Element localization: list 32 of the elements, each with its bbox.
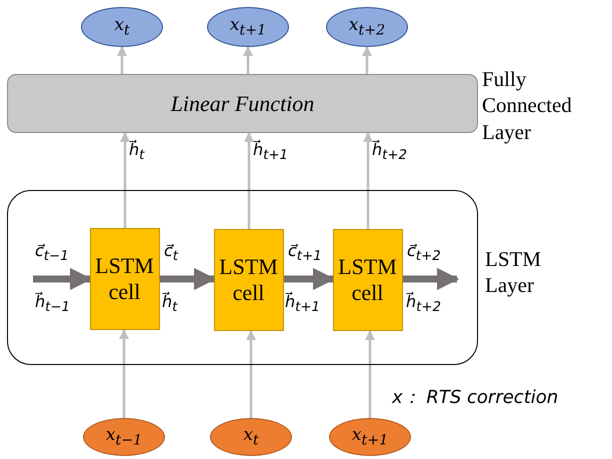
lstm-cell-box — [332, 228, 402, 330]
arrow — [246, 330, 256, 418]
variable-label: x$_{t+1}$ — [352, 425, 388, 449]
arrow — [117, 46, 127, 74]
lstm-cell-box — [214, 228, 284, 330]
variable-label: x$_{t+2}$ — [348, 15, 386, 39]
layer-caption: Fully Connected Layer — [482, 66, 573, 145]
hidden-state-label: h⃗$_{t−1}$ — [35, 292, 70, 316]
arrow — [120, 132, 130, 228]
layer-box — [7, 74, 478, 133]
hidden-state-label: h⃗$_{t+2}$ — [406, 292, 442, 316]
variable-label: x$_{t−1}$ — [106, 425, 142, 449]
arrow — [363, 132, 373, 229]
arrow — [365, 330, 375, 418]
cell-label: LSTM cell — [94, 253, 154, 304]
arrow — [362, 46, 372, 74]
cell-state-arrow — [403, 268, 460, 290]
hidden-state-label: h⃗$_{t}$ — [162, 292, 178, 316]
variable-label: x$_{t+1}$ — [230, 15, 266, 39]
function-label: Linear Function — [170, 90, 314, 116]
variable-label: x$_{t}$ — [114, 15, 130, 39]
layer-caption: LSTM Layer — [485, 246, 542, 298]
hidden-state-label: h⃗$_{t+1}$ — [285, 292, 320, 316]
cell-label: LSTM cell — [218, 254, 278, 305]
cell-label: LSTM cell — [338, 254, 398, 305]
arrow — [244, 132, 254, 229]
variable-label: x$_{t}$ — [243, 425, 259, 449]
arrow — [243, 46, 253, 74]
legend-note: x： RTS correction — [392, 386, 558, 409]
layer-container — [7, 190, 478, 365]
lstm-cell-box — [90, 228, 160, 330]
arrow — [119, 329, 129, 418]
